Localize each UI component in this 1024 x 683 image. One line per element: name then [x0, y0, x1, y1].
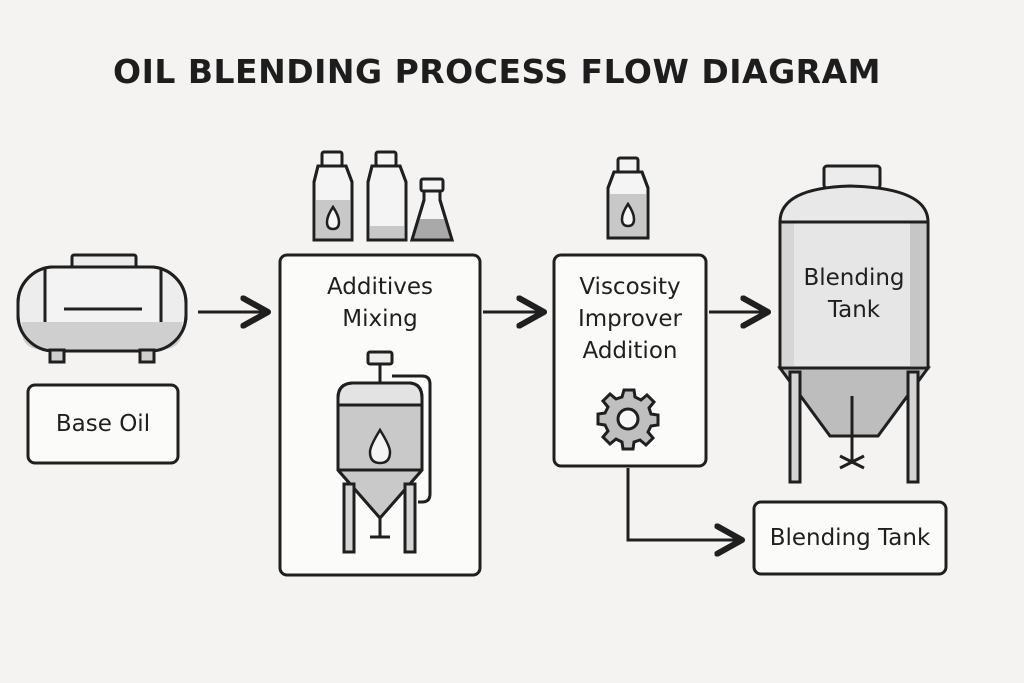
storage-tank-icon — [16, 253, 188, 364]
blending-tank-icon — [777, 164, 931, 484]
viscosity-improver-label: Viscosity Improver Addition — [577, 274, 683, 364]
flow-arrow-viscosity-to-tank-box — [626, 468, 742, 540]
viscosity-improver-box[interactable] — [552, 253, 708, 468]
blending-tank-vessel-label: Blending Tank — [803, 265, 905, 323]
base-oil-box[interactable] — [26, 383, 180, 465]
diagram-title: OIL BLENDING PROCESS FLOW DIAGRAM — [113, 52, 881, 91]
blending-tank-box[interactable] — [752, 500, 948, 576]
blending-tank-box-label: Blending Tank — [769, 525, 931, 551]
base-oil-label: Base Oil — [55, 411, 151, 437]
additive-bottles-icon — [312, 150, 455, 242]
gear-icon — [596, 388, 660, 451]
mixing-vessel-icon — [336, 350, 432, 554]
viscosity-bottle-icon — [606, 156, 650, 240]
additives-mixing-label: Additives Mixing — [326, 274, 434, 332]
